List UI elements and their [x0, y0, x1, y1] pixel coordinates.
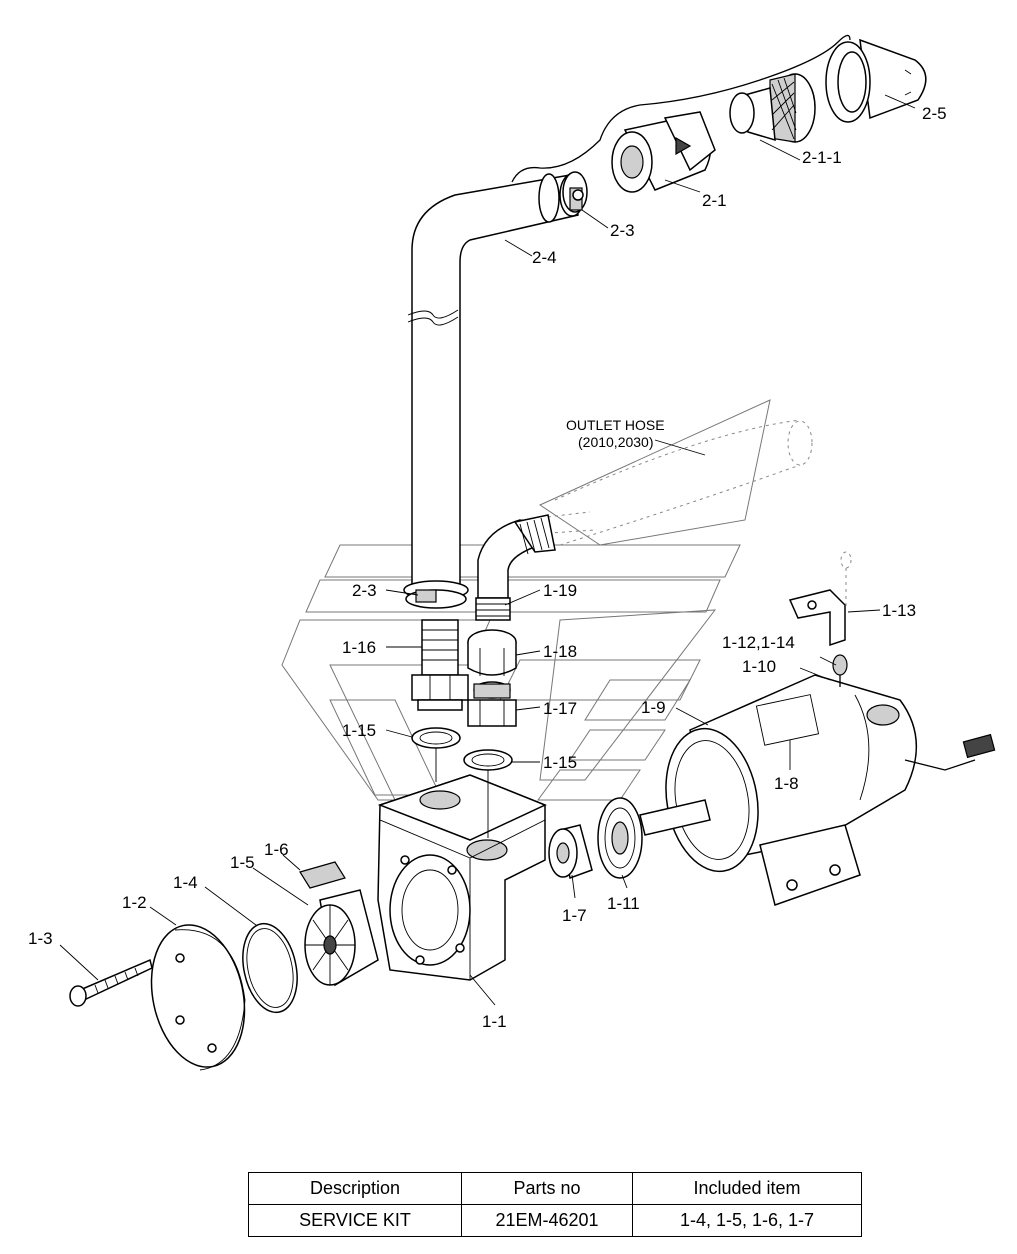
- label-1-12-1-14: 1-12,1-14: [722, 633, 795, 652]
- label-1-6: 1-6: [264, 840, 289, 859]
- outlet-hose-ghost: [519, 399, 813, 546]
- header-description: Description: [248, 1172, 462, 1205]
- label-1-8: 1-8: [774, 774, 799, 793]
- part-1-9-nameplate: [755, 694, 820, 746]
- part-1-4-o-ring: [242, 922, 298, 1014]
- part-1-17-nipple-fitting: [467, 681, 517, 727]
- part-1-15-washer-left: [411, 727, 461, 749]
- label-1-18: 1-18: [543, 642, 577, 661]
- label-2-3-bottom: 2-3: [352, 581, 377, 600]
- label-1-7: 1-7: [562, 906, 587, 925]
- label-1-15-left: 1-15: [342, 721, 376, 740]
- part-2-5-strainer-housing: [825, 38, 927, 123]
- label-1-9: 1-9: [641, 698, 666, 717]
- label-outlet-hose-models: (2010,2030): [578, 434, 654, 450]
- label-1-3: 1-3: [28, 929, 53, 948]
- exploded-parts-diagram: 2-5 2-1-1 2-1 2-3 2-4 OUTLET HOSE (2010,…: [28, 34, 996, 1071]
- label-1-11: 1-11: [607, 894, 640, 913]
- part-2-1-1-strainer: [729, 73, 816, 143]
- label-1-2: 1-2: [122, 893, 147, 912]
- part-1-5-impeller: [304, 889, 379, 987]
- label-1-10: 1-10: [742, 657, 776, 676]
- table-row: SERVICE KIT 21EM-46201 1-4, 1-5, 1-6, 1-…: [248, 1204, 862, 1237]
- label-1-4: 1-4: [173, 873, 198, 892]
- label-2-4: 2-4: [532, 248, 557, 267]
- part-1-16-hose-barb: [411, 619, 469, 711]
- header-included-item: Included item: [632, 1172, 862, 1205]
- part-1-19-elbow-fitting: [475, 514, 556, 621]
- part-1-2-cover-plate: [150, 924, 246, 1071]
- part-1-18-union-nut: [467, 629, 517, 676]
- wire-lead-top: [511, 34, 851, 183]
- part-1-15-washer-right: [463, 749, 513, 771]
- part-1-3-screw: [69, 958, 153, 1007]
- part-1-12-1-14-bolt: [832, 654, 848, 687]
- cell-parts-no: 21EM-46201: [461, 1204, 633, 1237]
- part-1-6-key: [299, 861, 346, 889]
- header-parts-no: Parts no: [461, 1172, 633, 1205]
- service-kit-table: Description Parts no Included item SERVI…: [248, 1172, 862, 1237]
- label-1-19: 1-19: [543, 581, 577, 600]
- leader-lines: [59, 94, 916, 1006]
- label-1-1: 1-1: [482, 1012, 507, 1031]
- label-outlet-hose: OUTLET HOSE: [566, 417, 665, 433]
- part-2-3-hose-clamp-top: [538, 171, 588, 223]
- label-1-5: 1-5: [230, 853, 255, 872]
- part-2-4-suction-hose: [407, 173, 585, 591]
- label-1-15-right: 1-15: [543, 753, 577, 772]
- cell-description: SERVICE KIT: [248, 1204, 462, 1237]
- label-2-1: 2-1: [702, 191, 727, 210]
- part-1-11-bearing: [597, 797, 643, 879]
- part-1-13-bracket: [788, 551, 852, 647]
- label-2-3-top: 2-3: [610, 221, 635, 240]
- label-2-1-1: 2-1-1: [802, 148, 842, 167]
- part-2-3-hose-clamp-bottom: [403, 580, 469, 609]
- cell-included-item: 1-4, 1-5, 1-6, 1-7: [632, 1204, 862, 1237]
- label-1-17: 1-17: [543, 699, 577, 718]
- part-1-7-bushing: [548, 824, 593, 880]
- part-2-1-check-valve: [611, 111, 716, 193]
- table-header-row: Description Parts no Included item: [248, 1172, 862, 1205]
- label-2-5: 2-5: [922, 104, 947, 123]
- part-1-10-motor: [639, 674, 996, 906]
- part-1-1-pump-body: [377, 774, 547, 981]
- label-1-13: 1-13: [882, 601, 916, 620]
- label-1-16: 1-16: [342, 638, 376, 657]
